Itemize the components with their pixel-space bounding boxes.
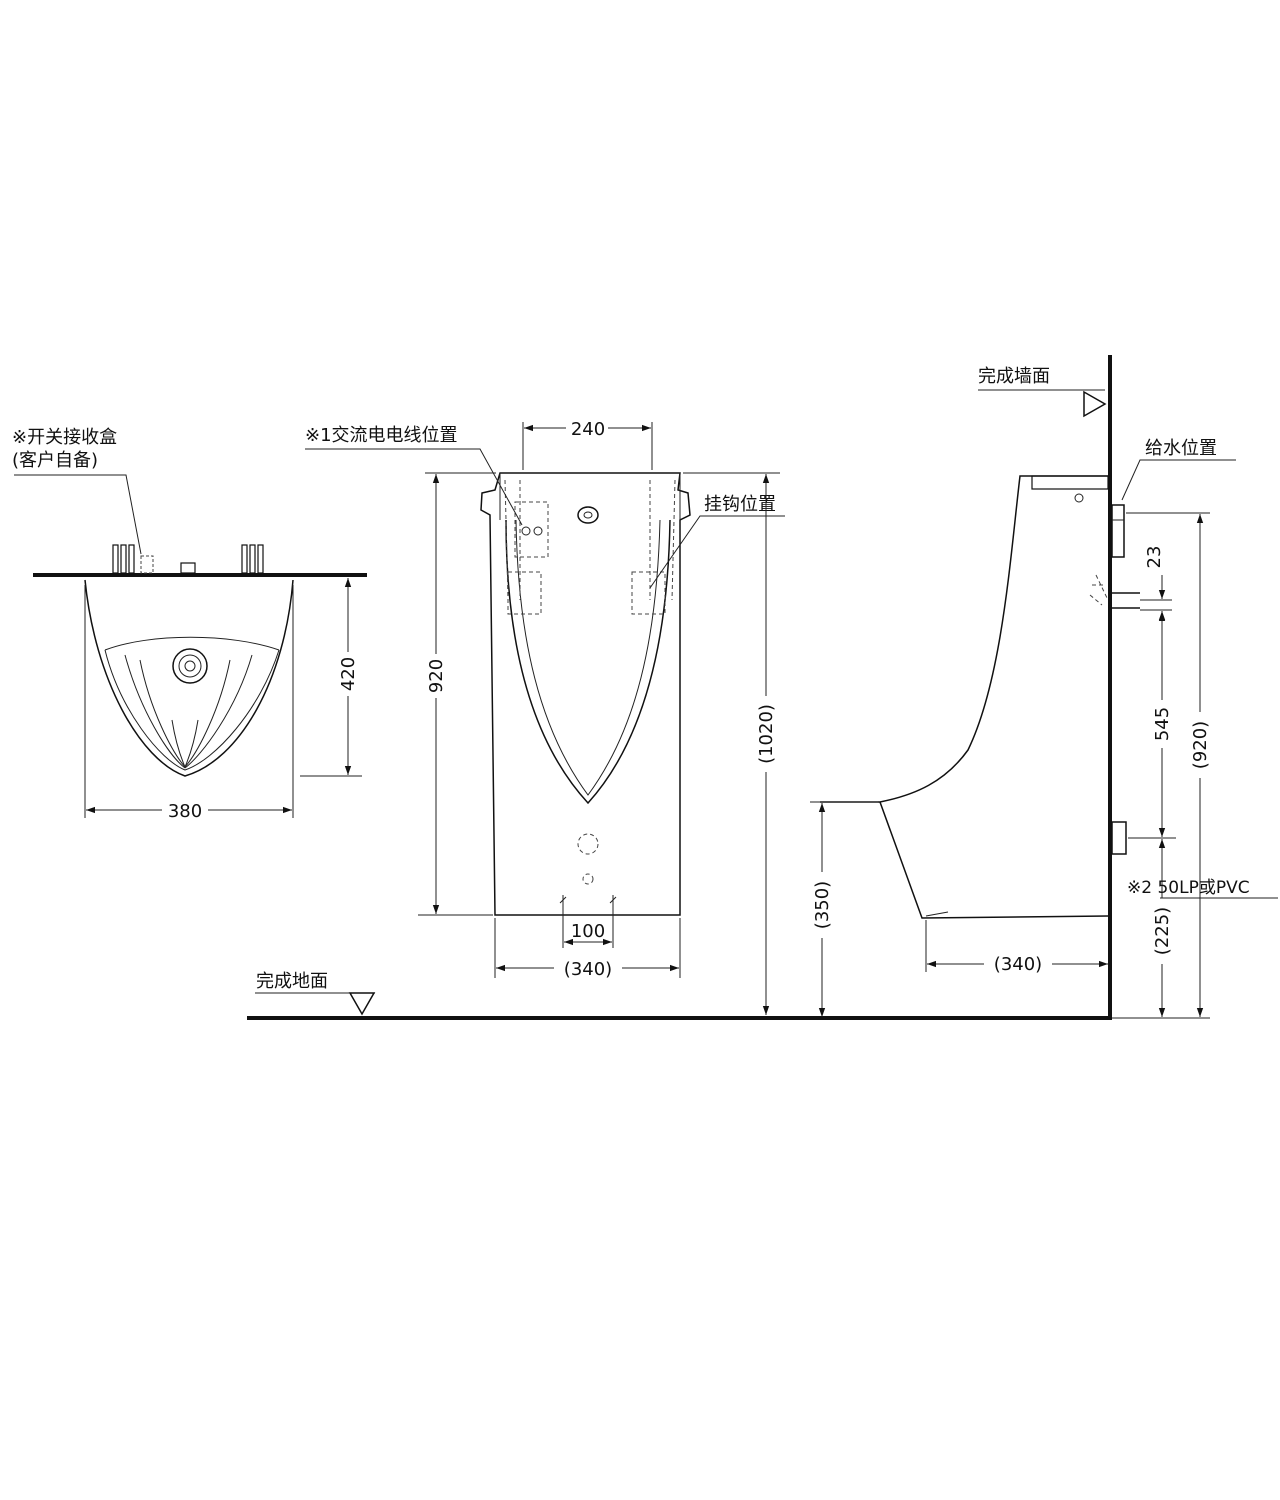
wall-level-symbol — [1083, 390, 1107, 418]
side-top-cap — [1031, 475, 1109, 490]
drain-fitting — [1111, 821, 1127, 855]
floor-level-symbol — [348, 992, 376, 1016]
hook-label: 挂钩位置 — [704, 494, 776, 515]
switch-box-label: ※开关接收盒 — [12, 427, 117, 448]
side-dim-23: 23 — [1144, 546, 1165, 569]
floor-label: 完成地面 — [256, 971, 328, 992]
water-supply-label: 给水位置 — [1145, 438, 1217, 459]
side-dim-225: (225) — [1152, 907, 1173, 955]
top-view-width-dim: 380 — [168, 801, 202, 822]
top-connector — [180, 562, 196, 574]
ac-cable-leader — [305, 448, 523, 526]
front-drain-outlet — [577, 833, 599, 855]
side-dim-545: 545 — [1152, 707, 1173, 741]
pipe-note: ※2 50LP或PVC — [1127, 878, 1250, 898]
front-total-dim: (1020) — [756, 704, 777, 764]
front-view-bowl-inner — [515, 519, 661, 796]
front-view: ※1交流电电线位置 挂钩位置 240 920 (1020) 100 (340) — [305, 417, 785, 1015]
top-inlet — [577, 506, 599, 524]
hook-leader — [649, 515, 785, 589]
switch-box-leader — [14, 474, 142, 555]
side-dim-350: (350) — [812, 881, 833, 929]
front-outlet-dim: 100 — [571, 921, 605, 942]
front-view-bowl-outer — [505, 519, 671, 805]
switch-box-note: (客户自备) — [12, 450, 98, 471]
top-view-drain — [172, 648, 208, 684]
ac-cable-position-box — [514, 501, 549, 558]
water-supply-fitting — [1111, 504, 1125, 558]
side-view-body-outline — [820, 475, 1108, 803]
front-base-dim: (340) — [564, 959, 612, 980]
supply-pipes-right — [241, 544, 264, 574]
wall-label: 完成墙面 — [978, 366, 1050, 387]
left-hook-box — [507, 571, 542, 615]
top-view-bowl-outline — [84, 579, 294, 777]
supply-pipes-left — [112, 544, 154, 574]
right-hook-box — [631, 571, 666, 615]
side-view: 完成墙面 给水位置 23 545 (225) — [810, 355, 1278, 1020]
side-dim-920: (920) — [1190, 721, 1211, 769]
front-height-dim: 920 — [426, 659, 447, 693]
front-view-body-outline — [480, 472, 691, 916]
ac-cable-label: ※1交流电电线位置 — [305, 425, 458, 446]
top-view-bowl-inner — [104, 636, 280, 651]
water-supply-leader — [1121, 459, 1236, 501]
side-depth-dim: (340) — [994, 954, 1042, 975]
front-top-dim: 240 — [571, 419, 605, 440]
top-view-depth-dim: 420 — [338, 657, 359, 691]
top-view: ※开关接收盒 (客户自备) 380 420 — [12, 427, 367, 822]
finished-floor: 完成地面 — [247, 971, 1112, 1020]
